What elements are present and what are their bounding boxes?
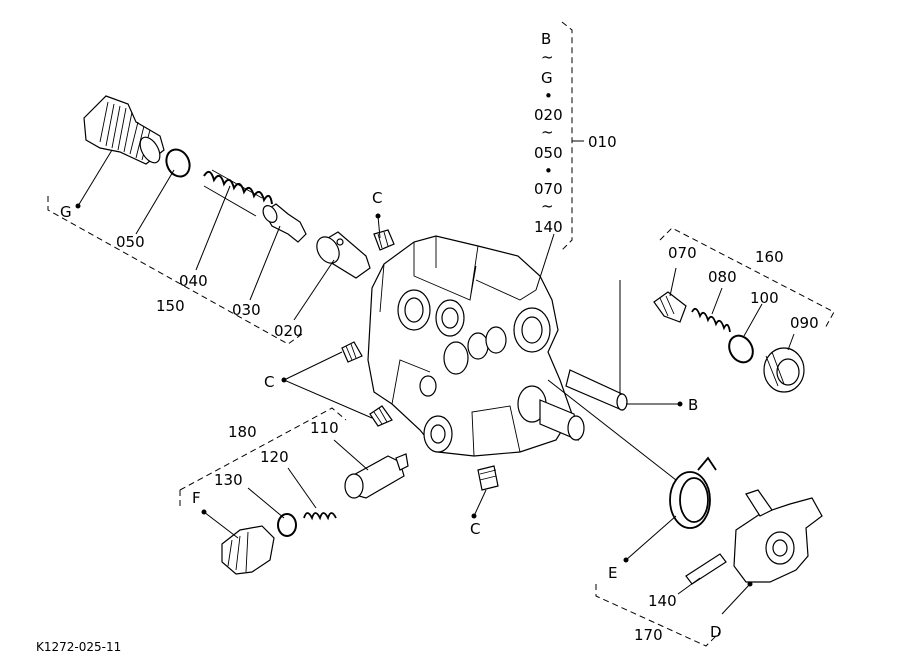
- o-ring-050: [165, 148, 191, 178]
- leader-e: [625, 515, 677, 561]
- plug-c-left-upper: [341, 341, 363, 363]
- callout-030: 030: [232, 301, 261, 319]
- callout-140: 140: [648, 592, 677, 610]
- callout-100: 100: [750, 289, 779, 307]
- lever-d: [733, 489, 823, 583]
- leader-090: [787, 333, 795, 351]
- leader-050: [135, 169, 175, 235]
- range-line-10: ~: [541, 197, 554, 215]
- leader-110: [333, 439, 369, 471]
- callout-b: B: [688, 396, 698, 414]
- callout-180: 180: [228, 423, 257, 441]
- range-bracket-line: [561, 21, 573, 251]
- fitting-f: [221, 525, 275, 575]
- callout-040: 040: [179, 272, 208, 290]
- range-line-6: ~: [541, 123, 554, 141]
- leader-120: [287, 467, 317, 509]
- shaft-upper: [565, 369, 623, 411]
- range-line-4: •: [544, 87, 553, 105]
- leader-130: [247, 487, 285, 519]
- callout-020: 020: [274, 322, 303, 340]
- piston-110: [344, 453, 409, 499]
- plug-c-top: [373, 229, 395, 251]
- o-ring-130: [277, 513, 297, 537]
- plug-070: [653, 291, 687, 323]
- shaft-lower-end: [567, 415, 585, 441]
- callout-050: 050: [116, 233, 145, 251]
- leader-100: [743, 303, 763, 337]
- range-line-11: 140: [534, 218, 563, 236]
- callout-f: F: [192, 489, 201, 507]
- pin-140: [685, 553, 727, 585]
- spring-e: [669, 456, 717, 529]
- plug-g: [83, 95, 165, 165]
- shaft-upper-end: [616, 393, 628, 411]
- leader-d: [721, 583, 751, 615]
- valve-body: [367, 235, 573, 457]
- drawing-code: K1272-025-11: [36, 640, 121, 654]
- leader-020: [293, 259, 335, 321]
- callout-010: 010: [588, 133, 617, 151]
- leader-c-top: [377, 215, 381, 239]
- callout-c-top: C: [372, 189, 382, 207]
- sleeve-020: [316, 231, 371, 279]
- callout-e: E: [608, 564, 617, 582]
- leader-f: [203, 511, 239, 539]
- group-150-bracket: [47, 196, 303, 345]
- leader-030: [249, 225, 281, 301]
- leader-070: [669, 267, 677, 297]
- poppet-030: [262, 203, 307, 243]
- plug-090: [763, 347, 805, 393]
- range-line-8: •: [544, 162, 553, 180]
- leader-010: [535, 233, 555, 291]
- o-ring-100: [728, 334, 754, 364]
- callout-c-left: C: [264, 373, 274, 391]
- callout-g: G: [60, 203, 72, 221]
- callout-130: 130: [214, 471, 243, 489]
- range-line-9: 070: [534, 180, 563, 198]
- callout-120: 120: [260, 448, 289, 466]
- callout-110: 110: [310, 419, 339, 437]
- callout-150: 150: [156, 297, 185, 315]
- callout-c-bottom: C: [470, 520, 480, 538]
- callout-080: 080: [708, 268, 737, 286]
- leader-c-bottom: [473, 489, 487, 517]
- range-line-3: G: [541, 69, 553, 87]
- spring-120: [303, 512, 337, 521]
- callout-070: 070: [668, 244, 697, 262]
- leader-body-shaft: [547, 379, 677, 481]
- range-line-5: 020: [534, 106, 563, 124]
- callout-170: 170: [634, 626, 663, 644]
- group-170-bracket: [595, 584, 721, 647]
- range-bracket-labels: B ~ G • 020 ~ 050 • 070 ~ 140: [534, 30, 563, 236]
- spring-040: [203, 169, 273, 217]
- leader-080: [711, 287, 723, 315]
- leader-c-left: [283, 351, 373, 419]
- callout-090: 090: [790, 314, 819, 332]
- range-line-1: B: [541, 30, 551, 48]
- leader-140: [677, 577, 701, 595]
- callout-160: 160: [755, 248, 784, 266]
- range-line-2: ~: [541, 48, 554, 66]
- spring-080: [691, 307, 731, 333]
- plug-c-bottom: [477, 465, 499, 491]
- plug-c-left-lower: [369, 405, 393, 427]
- group-180-bracket: [179, 407, 347, 510]
- leader-g: [77, 149, 113, 207]
- leader-040: [195, 185, 231, 271]
- callout-d: D: [710, 623, 722, 641]
- range-line-7: 050: [534, 144, 563, 162]
